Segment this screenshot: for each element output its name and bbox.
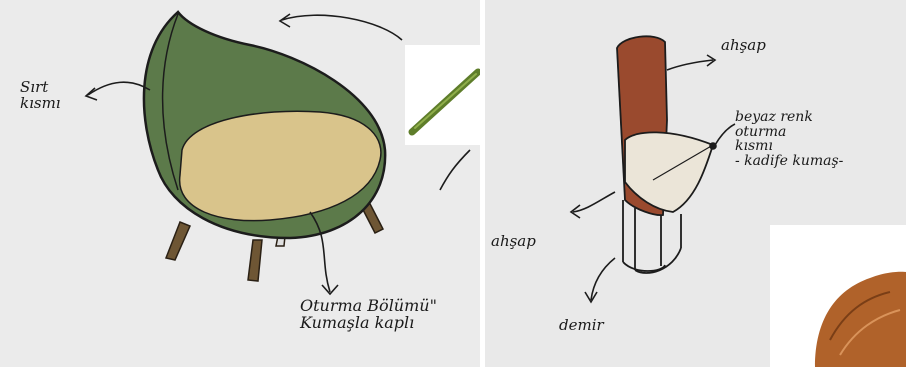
label-iron: demir bbox=[559, 318, 604, 334]
right-sketch-photo: ahşap beyaz renk oturma kısmı - kadife k… bbox=[485, 0, 906, 367]
label-seat-note: beyaz renk oturma kısmı - kadife kumaş- bbox=[735, 110, 843, 169]
left-sketch-photo: Sırt kısmı Oturma Bölümü" Kumaşla kaplı bbox=[0, 0, 480, 367]
right-chair-drawing bbox=[485, 0, 906, 367]
label-back: Sırt kısmı bbox=[20, 80, 61, 112]
label-wood-top: ahşap bbox=[721, 38, 766, 54]
label-wood-left: ahşap bbox=[491, 234, 536, 250]
label-seat: Oturma Bölümü" Kumaşla kaplı bbox=[300, 298, 437, 332]
inset-photo-coconut bbox=[770, 225, 906, 367]
